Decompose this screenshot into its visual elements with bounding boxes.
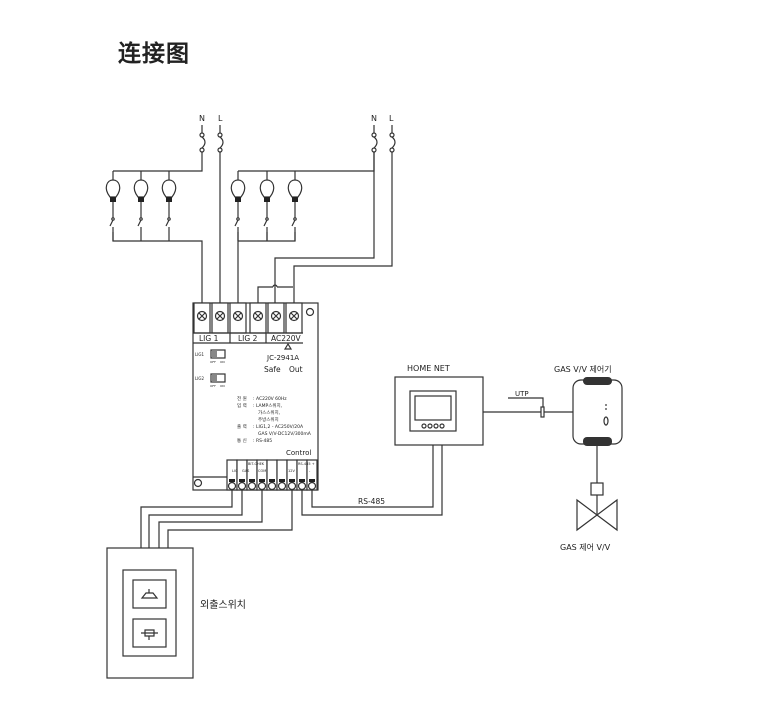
power-wiring (112, 152, 393, 305)
spec-key: 출 력 (237, 423, 247, 430)
terminal-label: LIG (232, 469, 238, 473)
neutral-label-left: N (199, 114, 205, 123)
spec-value: : LIG1,2 - AC250V/20A (253, 424, 304, 430)
terminal-screw (267, 302, 285, 334)
lig2-toggle-switch[interactable] (210, 373, 226, 383)
toggle-label-lig2: LIG2 (195, 376, 205, 381)
model-label: JC-2941A (266, 354, 299, 362)
neutral-label-right: N (371, 114, 377, 123)
terminal-label: COM (258, 469, 266, 473)
terminal-label-lig1: LIG 1 (199, 334, 219, 343)
terminal-label: BIT-CHEK (248, 462, 265, 466)
lamp-icon (259, 171, 275, 218)
gas-valve: GAS 제어 V/V (560, 446, 618, 552)
lamp-icon (133, 171, 149, 218)
terminal-label-ac220v: AC220V (271, 334, 302, 343)
terminal-screw (249, 302, 267, 334)
terminal-label: 12V (288, 469, 295, 473)
terminal-screw (226, 459, 238, 491)
rs485-label: RS-485 (358, 497, 385, 506)
bell-icon (140, 589, 159, 599)
terminal-label: RS-485 + (298, 462, 315, 466)
light-switch-icon (137, 217, 143, 241)
spec-key: 통 신 (237, 437, 247, 444)
lamp-icon (287, 171, 303, 218)
out-label: Out (289, 365, 303, 374)
spec-key: 전 원 (237, 395, 247, 402)
outing-switch: 외출스위치 (106, 547, 246, 679)
lamp-icon (161, 171, 177, 218)
lamp-icon (230, 171, 246, 218)
toggle-knob (212, 351, 217, 357)
gas-valve-label: GAS 제어 V/V (560, 542, 611, 552)
home-net-panel: HOME NET (394, 364, 484, 446)
off-label: OFF (210, 384, 216, 388)
utp-label: UTP (515, 390, 529, 398)
breaker-icon (217, 125, 224, 153)
toggle-knob (212, 375, 217, 381)
light-switch-icon (165, 217, 171, 241)
gas-controller-label: GAS V/V 제어기 (554, 364, 612, 374)
toggle-label-lig1: LIG1 (195, 352, 205, 357)
terminal-screw (276, 459, 288, 491)
spec-value: : AC220V 60Hz (253, 396, 287, 402)
control-label: Control (286, 449, 311, 457)
outing-switch-wiring (140, 490, 293, 548)
lig1-toggle-switch[interactable] (210, 349, 226, 359)
gas-valve-controller: GAS V/V 제어기 (554, 364, 623, 446)
breaker-icons (199, 125, 396, 153)
warning-icon (283, 342, 293, 350)
lamp-icon (105, 171, 121, 218)
terminal-label: GAS (242, 469, 250, 473)
off-label: OFF (210, 360, 216, 364)
spec-value: 주방스위치 (258, 416, 279, 423)
on-label: ON (220, 360, 225, 364)
utp-cable: UTP (483, 390, 573, 418)
jc-2941a-controller-module: LIG 1 LIG 2 AC220V JC-2941A Safe Out LIG… (192, 302, 319, 491)
breaker-icon (389, 125, 396, 153)
gas-icon (141, 629, 158, 640)
safe-label: Safe (264, 365, 281, 374)
spec-value: GAS V/V-DC12V/300mA (258, 431, 312, 437)
terminal-label: - (309, 469, 311, 473)
line-label-left: L (218, 114, 223, 123)
terminal-screw (229, 302, 247, 334)
spec-value: : LAMP스위치, (253, 402, 282, 409)
on-label: ON (220, 384, 225, 388)
outing-switch-label: 외출스위치 (200, 598, 246, 611)
line-label-right: L (389, 114, 394, 123)
terminal-screw (236, 459, 248, 491)
terminal-screw (286, 459, 298, 491)
terminal-screw (211, 302, 229, 334)
terminal-screw (266, 459, 278, 491)
breaker-icon (371, 125, 378, 153)
terminal-label-lig2: LIG 2 (238, 334, 258, 343)
spec-list: 전 원 : AC220V 60Hz 입 력 : LAMP스위치,가스스위치,주방스위치… (237, 395, 312, 444)
lamp-icons (105, 171, 303, 241)
breaker-icon (199, 125, 206, 153)
page-title: 连接图 (118, 41, 190, 67)
spec-value: : RS-485 (253, 438, 272, 444)
spec-key: 입 력 (237, 402, 247, 409)
spec-value: 가스스위치, (258, 409, 280, 416)
terminal-screw (285, 302, 303, 334)
rs485-wiring: RS-485 (301, 445, 443, 516)
terminal-screw (193, 302, 211, 334)
home-net-label: HOME NET (407, 364, 450, 373)
